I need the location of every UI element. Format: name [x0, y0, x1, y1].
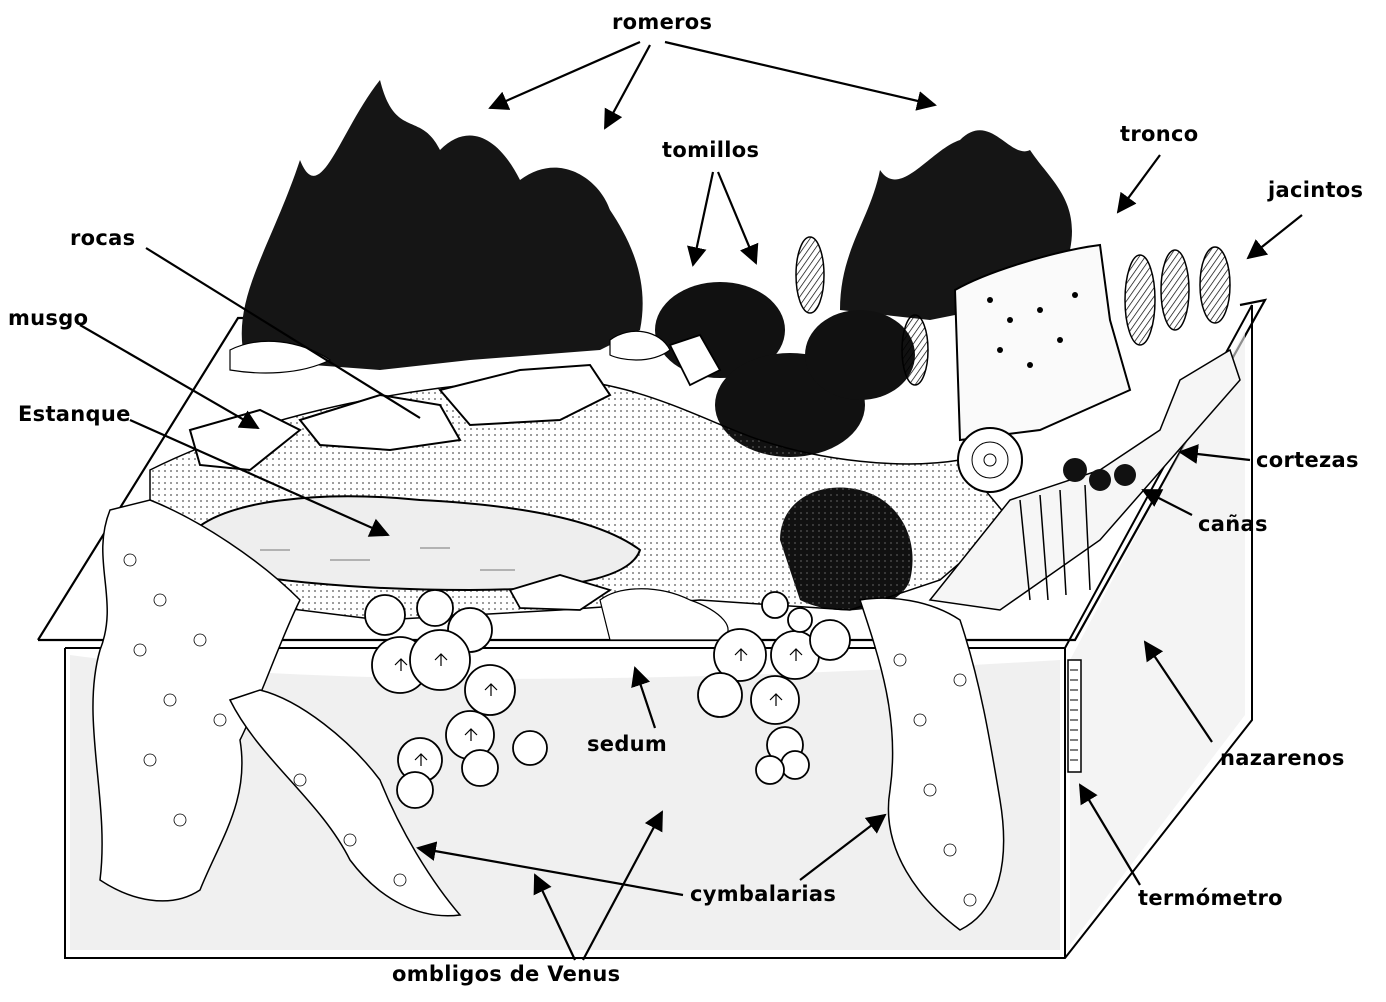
termometro-gauge: [1068, 660, 1081, 772]
label-cortezas: cortezas: [1256, 450, 1359, 471]
label-romeros: romeros: [612, 12, 712, 33]
label-tronco: tronco: [1120, 124, 1198, 145]
label-sedum: sedum: [587, 734, 667, 755]
arrow-romeros-right: [665, 42, 935, 105]
label-tomillos: tomillos: [662, 140, 759, 161]
label-estanque: Estanque: [18, 404, 131, 425]
label-jacintos: jacintos: [1268, 180, 1363, 201]
label-rocas: rocas: [70, 228, 135, 249]
label-musgo: musgo: [8, 308, 88, 329]
arrow-romeros-mid: [605, 45, 650, 128]
label-cymbalarias: cymbalarias: [690, 884, 836, 905]
arrow-tronco: [1118, 155, 1160, 212]
arrow-tomillos-left: [693, 172, 713, 265]
label-canas: cañas: [1198, 514, 1268, 535]
arrow-jacintos: [1248, 215, 1302, 258]
label-ombligos: ombligos de Venus: [392, 964, 620, 985]
arrow-tomillos-right: [718, 172, 756, 263]
arrow-romeros-left: [490, 42, 640, 108]
label-termometro: termómetro: [1138, 888, 1283, 909]
label-nazarenos: nazarenos: [1220, 748, 1345, 769]
tronco-stump: [955, 245, 1130, 492]
